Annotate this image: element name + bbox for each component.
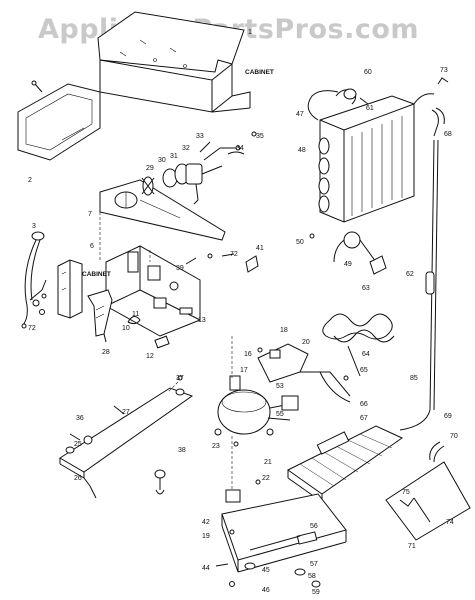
callout: 74 <box>446 519 454 526</box>
callout: 16 <box>244 351 252 358</box>
callout: 29 <box>146 165 154 172</box>
callout: 47 <box>296 111 304 118</box>
callout: 27 <box>122 409 130 416</box>
callout: 71 <box>408 543 416 550</box>
left-base-rail <box>59 387 194 499</box>
cabinet-top-assembly <box>97 11 251 113</box>
compressor <box>214 375 291 436</box>
callout: 70 <box>450 433 458 440</box>
callout: 34 <box>236 145 244 152</box>
callout: 64 <box>362 351 370 358</box>
callout: 69 <box>444 413 452 420</box>
callout: 23 <box>212 443 220 450</box>
callout: 59 <box>312 589 320 596</box>
callout: 6 <box>90 243 94 250</box>
thermostat-bracket <box>87 289 113 343</box>
relay-overload-assembly <box>257 343 351 411</box>
drier-assembly <box>333 231 387 275</box>
callout: 45 <box>262 567 270 574</box>
start-capacitor <box>154 469 166 495</box>
callout: 57 <box>310 561 318 568</box>
callout: 2 <box>28 177 32 184</box>
callout: 66 <box>360 401 368 408</box>
callout: 53 <box>276 383 284 390</box>
callout: 10 <box>122 325 130 332</box>
side-panel-assembly <box>17 80 101 161</box>
callout: 38 <box>178 447 186 454</box>
small-clips <box>39 253 259 349</box>
callout: 85 <box>410 375 418 382</box>
callout: 35 <box>256 133 264 140</box>
part-number-callouts: 1 2 3 6 7 10 11 12 13 16 17 18 19 20 21 … <box>28 29 458 596</box>
label-cabinet-mid: CABINET <box>82 271 111 278</box>
callout: 36 <box>76 415 84 422</box>
callout: 67 <box>360 415 368 422</box>
fan-bracket-assembly <box>99 179 226 241</box>
mounting-screws <box>69 433 93 445</box>
callout: 30 <box>158 157 166 164</box>
callout: 65 <box>360 367 368 374</box>
inset-detail-box <box>385 441 471 541</box>
callout: 37 <box>176 375 184 382</box>
callout: 49 <box>344 261 352 268</box>
callout: 13 <box>198 317 206 324</box>
callout: 61 <box>366 105 374 112</box>
callout: 11 <box>132 311 139 318</box>
loose-screws <box>41 131 349 535</box>
callout: 44 <box>202 565 210 572</box>
callout: 7 <box>88 211 92 218</box>
callout: 63 <box>362 285 370 292</box>
condenser-fan-motor-assembly <box>141 141 245 205</box>
callout: 73 <box>440 67 448 74</box>
callout: 12 <box>146 353 154 360</box>
callout: 50 <box>296 239 304 246</box>
base-frame <box>221 489 347 573</box>
callout: 39 <box>176 265 184 272</box>
callout: 1 <box>248 29 252 36</box>
callout: 60 <box>364 69 372 76</box>
callout: 42 <box>202 519 210 526</box>
callout: 22 <box>262 475 270 482</box>
upper-tubing <box>335 77 449 137</box>
label-cabinet-top: CABINET <box>245 69 274 76</box>
callout: 55 <box>276 411 284 418</box>
control-bracket-assembly <box>105 245 201 337</box>
callout: 56 <box>310 523 318 530</box>
callout: 62 <box>406 271 414 278</box>
callout: 17 <box>240 367 248 374</box>
callout: 26 <box>74 475 82 482</box>
defrost-heater-coil <box>322 313 395 377</box>
callout: 46 <box>262 587 270 594</box>
callout: 72 <box>28 325 36 332</box>
drain-pan-assembly <box>287 425 403 503</box>
callout: 21 <box>264 459 272 466</box>
callout: 58 <box>308 573 316 580</box>
callout: 20 <box>302 339 310 346</box>
callout: 18 <box>280 327 288 334</box>
relay-cover-box <box>57 259 83 319</box>
callout: 25 <box>74 441 82 448</box>
callout: 33 <box>196 133 204 140</box>
callout: 19 <box>202 533 210 540</box>
callout: 75 <box>402 489 410 496</box>
callout: 31 <box>170 153 178 160</box>
callout: 48 <box>298 147 306 154</box>
callout: 3 <box>32 223 36 230</box>
bottom-fasteners <box>215 562 321 588</box>
callout: 41 <box>256 245 264 252</box>
wire-harness <box>21 231 47 329</box>
condenser-coil <box>307 90 415 223</box>
callout: 32 <box>182 145 190 152</box>
refrigerant-line <box>319 139 439 431</box>
callout: 28 <box>102 349 110 356</box>
assembly-leader-lines <box>99 212 233 496</box>
callout: 68 <box>444 131 452 138</box>
callout: 72 <box>230 251 238 258</box>
